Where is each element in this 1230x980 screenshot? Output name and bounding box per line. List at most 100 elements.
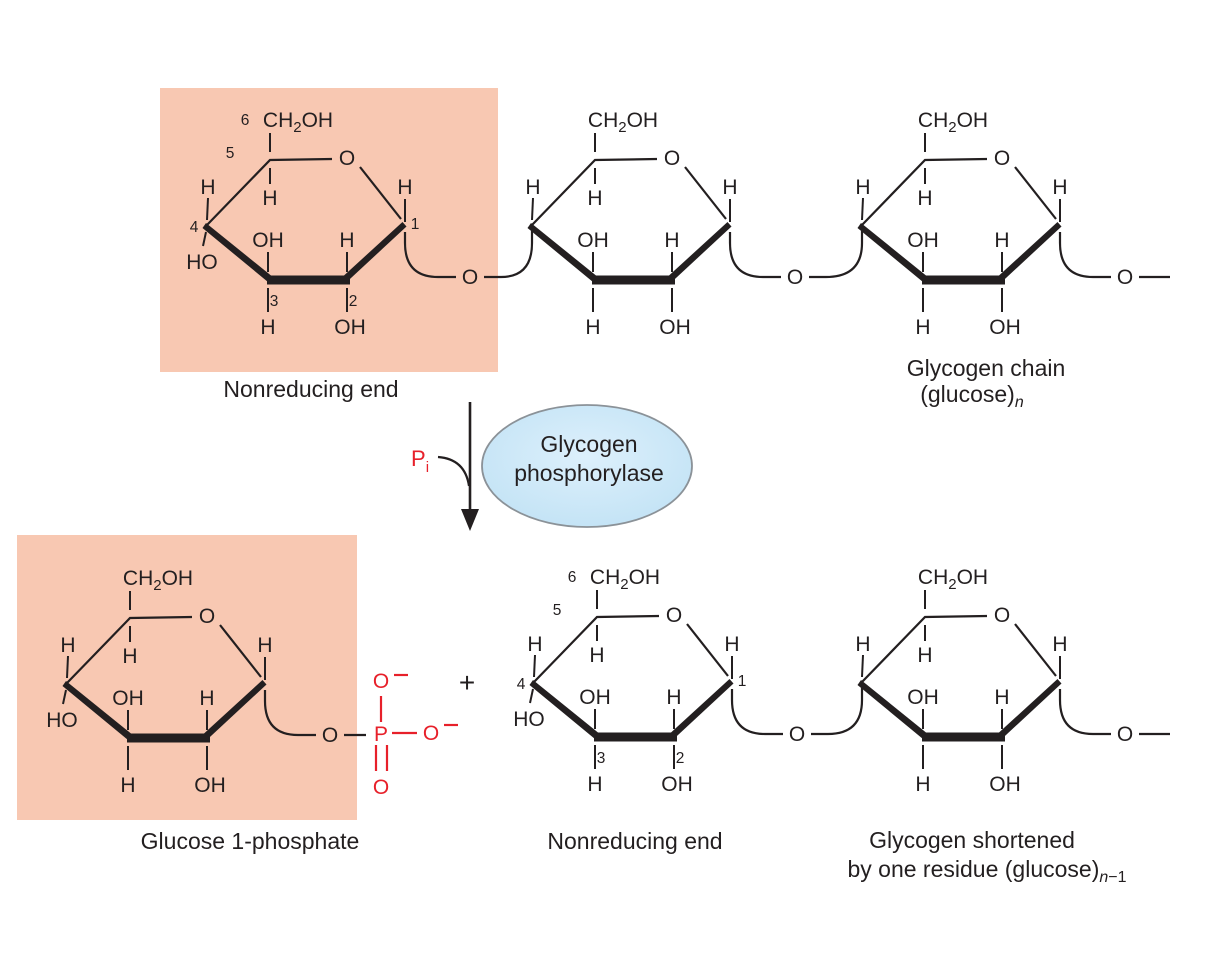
ring-bond [531,157,658,226]
h-label: H [1052,633,1067,656]
ch2oh-label: CH2OH [918,566,988,593]
ring-oxygen-label: O [199,605,215,628]
bond [202,231,207,247]
ring-bold-bond [999,222,1062,285]
h-label: H [855,633,870,656]
link-bond [484,231,534,279]
bond [861,654,864,678]
oh-label: OH [659,316,691,339]
oh-label: OH [907,686,939,709]
ring-bold-bond [204,680,267,743]
link-oxygen-label: O [322,724,338,747]
ring-oxygen-label: O [666,604,682,627]
ring-oxygen-label: O [339,147,355,170]
link-bond [728,232,781,279]
ring-bold-bond [527,223,596,285]
carbon-number: 2 [349,293,358,310]
h-label: H [994,229,1009,252]
ring-bond [861,614,988,683]
ring-bold-bond [127,733,210,743]
ring-bold-bond [62,681,131,743]
h-label: H [587,773,602,796]
link-bond [811,688,864,736]
glycogen-shortened-label-line2: by one residue (glucose)n−1 [847,856,1126,886]
ring-bond [1014,623,1057,677]
oh-label: OH [579,686,611,709]
ho-label: HO [186,251,218,274]
oh-label: OH [907,229,939,252]
link-bond [263,690,316,737]
ring-bold-bond [202,223,271,285]
glycosidic-link: O [403,231,534,289]
plus-sign: + [459,667,475,698]
ch2oh-label: CH2OH [918,109,988,136]
bond [531,197,534,221]
h-label: H [262,187,277,210]
o-label: O [373,776,389,799]
h-label: H [1052,176,1067,199]
h-label: H [257,634,272,657]
top-nonreducing-end-label: Nonreducing end [223,376,398,402]
ch2oh-label: CH2OH [590,566,660,593]
ring-bond [861,157,988,226]
ring-bond [219,624,262,678]
ring-bond [359,166,402,220]
ring-bold-bond [529,680,598,742]
glycogen-chain-label-line2: (glucose)n [920,381,1024,411]
glycosidic-link: O [263,690,366,747]
o-minus-label: O [373,670,389,693]
h-label: H [589,644,604,667]
ho-label: HO [46,709,78,732]
ring-bold-bond [857,680,926,742]
carbon-number: 4 [190,219,199,236]
ch2oh-label: CH2OH [588,109,658,136]
h-label: H [585,316,600,339]
glycosidic-link: O [730,688,864,746]
bond [861,197,864,221]
h-label: H [339,229,354,252]
h-label: H [915,773,930,796]
ho-label: HO [513,708,545,731]
ring-bond [66,615,193,684]
h-label: H [994,686,1009,709]
bond [206,197,209,221]
glycogen-chain-label-line1: Glycogen chain [907,355,1066,381]
ring-oxygen-label: O [994,604,1010,627]
bond [529,688,534,704]
h-label: H [855,176,870,199]
pi-entry-curve [437,455,471,487]
oh-label: OH [194,774,226,797]
h-label: H [397,176,412,199]
h-label: H [724,633,739,656]
h-label: H [666,686,681,709]
bottom-nonreducing-end-label: Nonreducing end [547,828,722,854]
link-oxygen-label: O [1117,266,1133,289]
ring-bond [206,157,333,226]
enzyme-name-line1: Glycogen [540,431,637,457]
bond [66,655,69,679]
carbon-number: 1 [411,216,420,233]
h-label: H [722,176,737,199]
ring-bold-bond [344,222,407,285]
h-label: H [122,645,137,668]
carbon-number: 3 [270,293,279,310]
bond [533,654,536,678]
glycosidic-link: O [1058,232,1170,289]
nonreducing-end-highlight [160,88,498,372]
carbon-number: 5 [226,145,235,162]
ring-bold-bond [922,275,1005,285]
h-label: H [60,634,75,657]
link-oxygen-label: O [1117,723,1133,746]
bond [62,689,67,705]
link-bond [1058,232,1111,279]
link-bond [730,689,783,736]
enzyme-ellipse [481,404,693,528]
ring-oxygen-label: O [664,147,680,170]
pi-label: Pi [411,446,429,476]
h-label: H [917,187,932,210]
